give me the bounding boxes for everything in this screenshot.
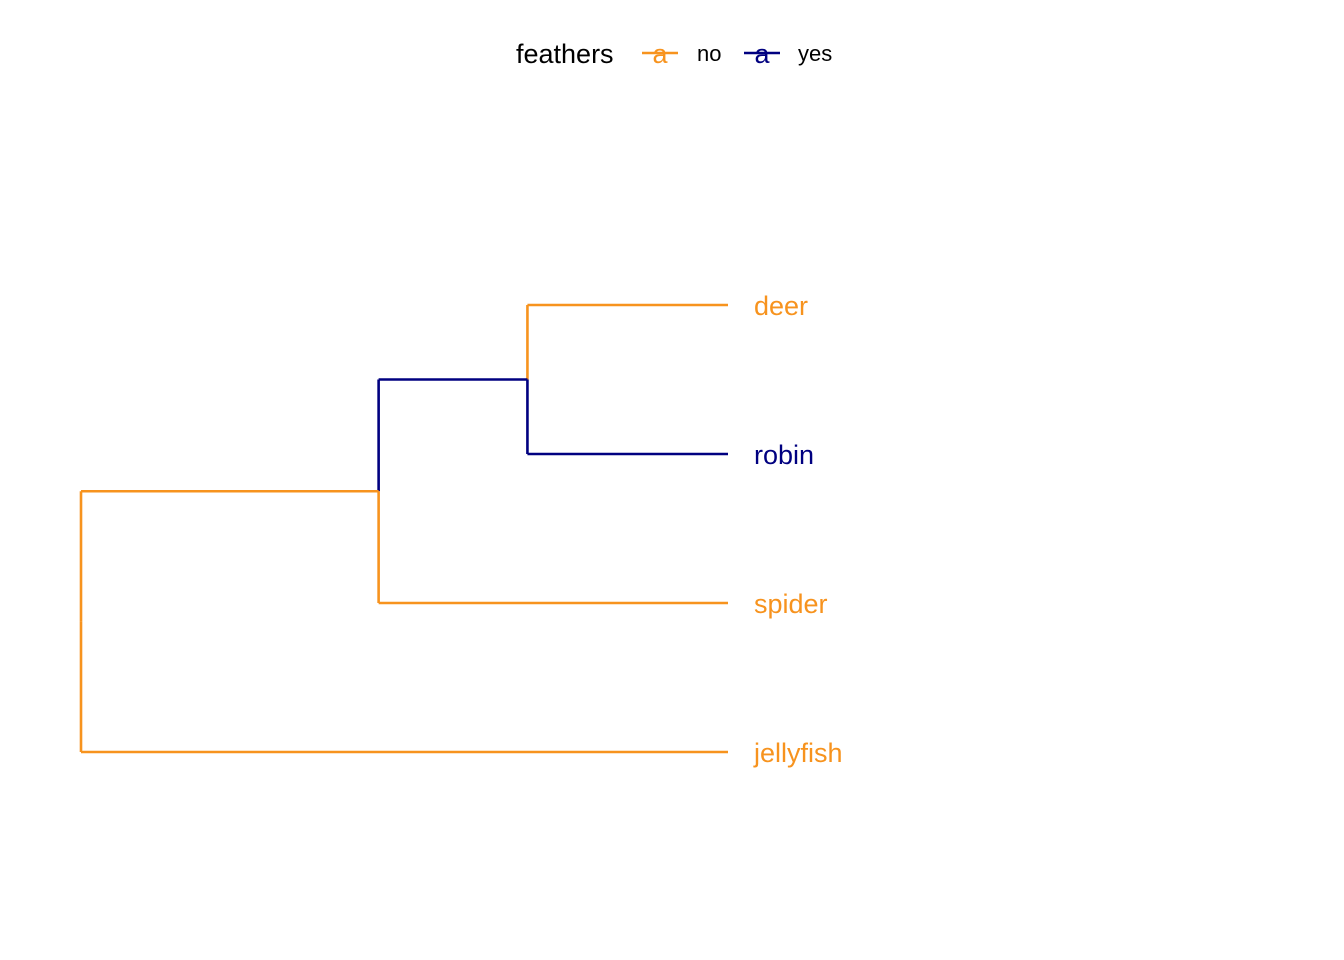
legend-label-yes: yes bbox=[798, 41, 832, 66]
legend-title: feathers bbox=[516, 39, 614, 69]
legend-label-no: no bbox=[697, 41, 721, 66]
svg-text:a: a bbox=[754, 39, 770, 69]
leaf-label-robin: robin bbox=[754, 440, 814, 470]
leaf-label-spider: spider bbox=[754, 589, 828, 619]
legend-key-no: a bbox=[642, 39, 678, 69]
svg-text:a: a bbox=[652, 39, 668, 69]
leaf-label-jellyfish: jellyfish bbox=[753, 738, 843, 768]
branches bbox=[79, 303, 728, 754]
legend: feathers a no a yes bbox=[516, 39, 832, 69]
legend-key-yes: a bbox=[744, 39, 780, 69]
leaf-label-deer: deer bbox=[754, 291, 808, 321]
leaf-labels: deer robin spider jellyfish bbox=[753, 291, 843, 768]
